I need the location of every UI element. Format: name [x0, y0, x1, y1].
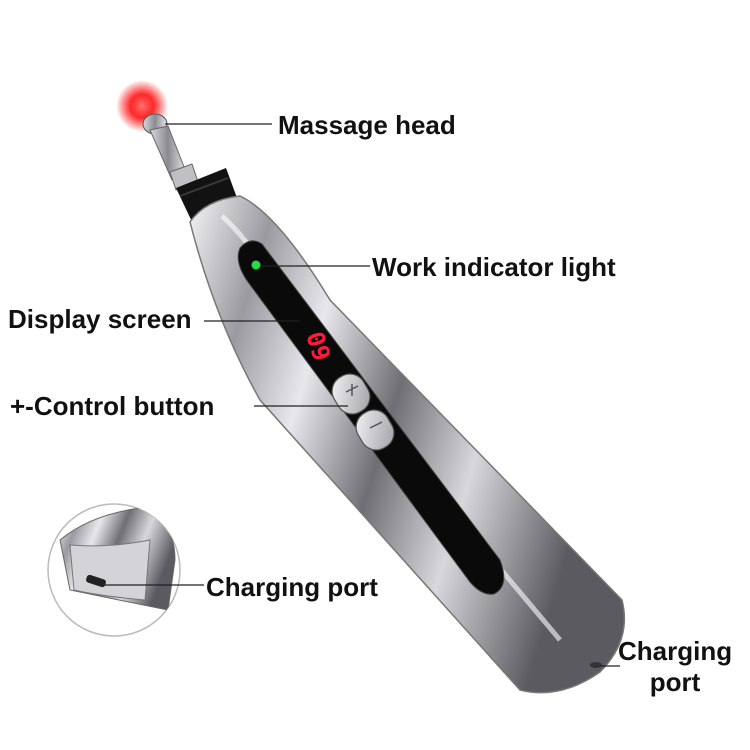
- massage-head: [142, 113, 199, 191]
- label-display-screen: Display screen: [8, 304, 192, 334]
- charging-port-inset: [47, 503, 181, 637]
- indicator-green-dot: [251, 260, 261, 270]
- label-charging-port-bottom-line2: port: [649, 667, 701, 698]
- label-charging-port-bottom-line1: Charging: [618, 636, 733, 666]
- bottom-charging-port: [590, 662, 602, 668]
- label-charging-port-bottom: Charging port: [618, 636, 732, 698]
- control-buttons: [331, 373, 395, 451]
- label-massage-head: Massage head: [278, 110, 456, 140]
- label-control-button: +-Control button: [10, 391, 215, 421]
- label-work-indicator: Work indicator light: [372, 252, 616, 282]
- label-charging-port-inset: Charging port: [206, 572, 378, 602]
